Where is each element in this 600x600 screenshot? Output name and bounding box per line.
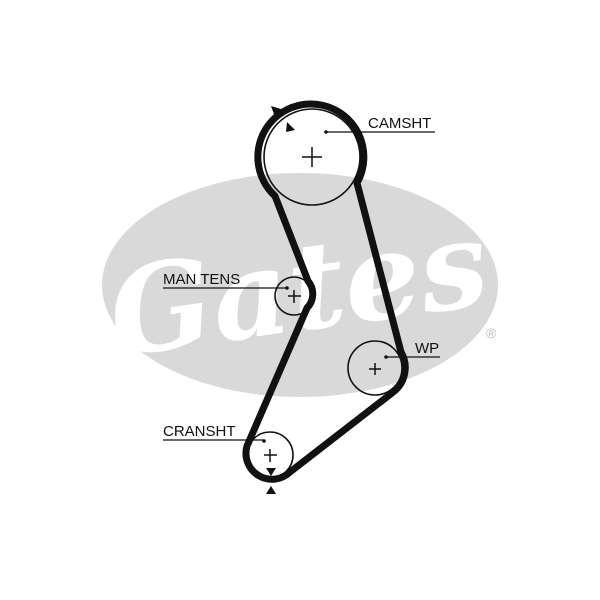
- timing-belt: [242, 100, 409, 483]
- timing-marks: [266, 106, 295, 494]
- crankshaft-center-icon: [264, 449, 277, 462]
- camshaft-timing-mark-outer-icon: [271, 106, 281, 117]
- water-pump-label: WP: [415, 340, 439, 357]
- gates-watermark: Gates ®: [101, 173, 498, 397]
- crankshaft-label: CRANSHT: [163, 423, 236, 440]
- registered-mark: ®: [486, 325, 497, 341]
- camshaft-center-icon: [302, 147, 322, 167]
- center-marks: [264, 147, 381, 462]
- camshaft-label: CAMSHT: [368, 115, 431, 132]
- leader-lines: [163, 130, 440, 443]
- crankshaft-timing-mark-inner-icon: [266, 468, 276, 476]
- crankshaft-timing-mark-outer-icon: [266, 486, 276, 494]
- camshaft-pulley: [263, 108, 361, 206]
- camshaft-timing-mark-inner-icon: [286, 122, 295, 132]
- tensioner-label: MAN TENS: [163, 271, 240, 288]
- water-pump-center-icon: [369, 363, 381, 375]
- tensioner-center-icon: [288, 290, 301, 303]
